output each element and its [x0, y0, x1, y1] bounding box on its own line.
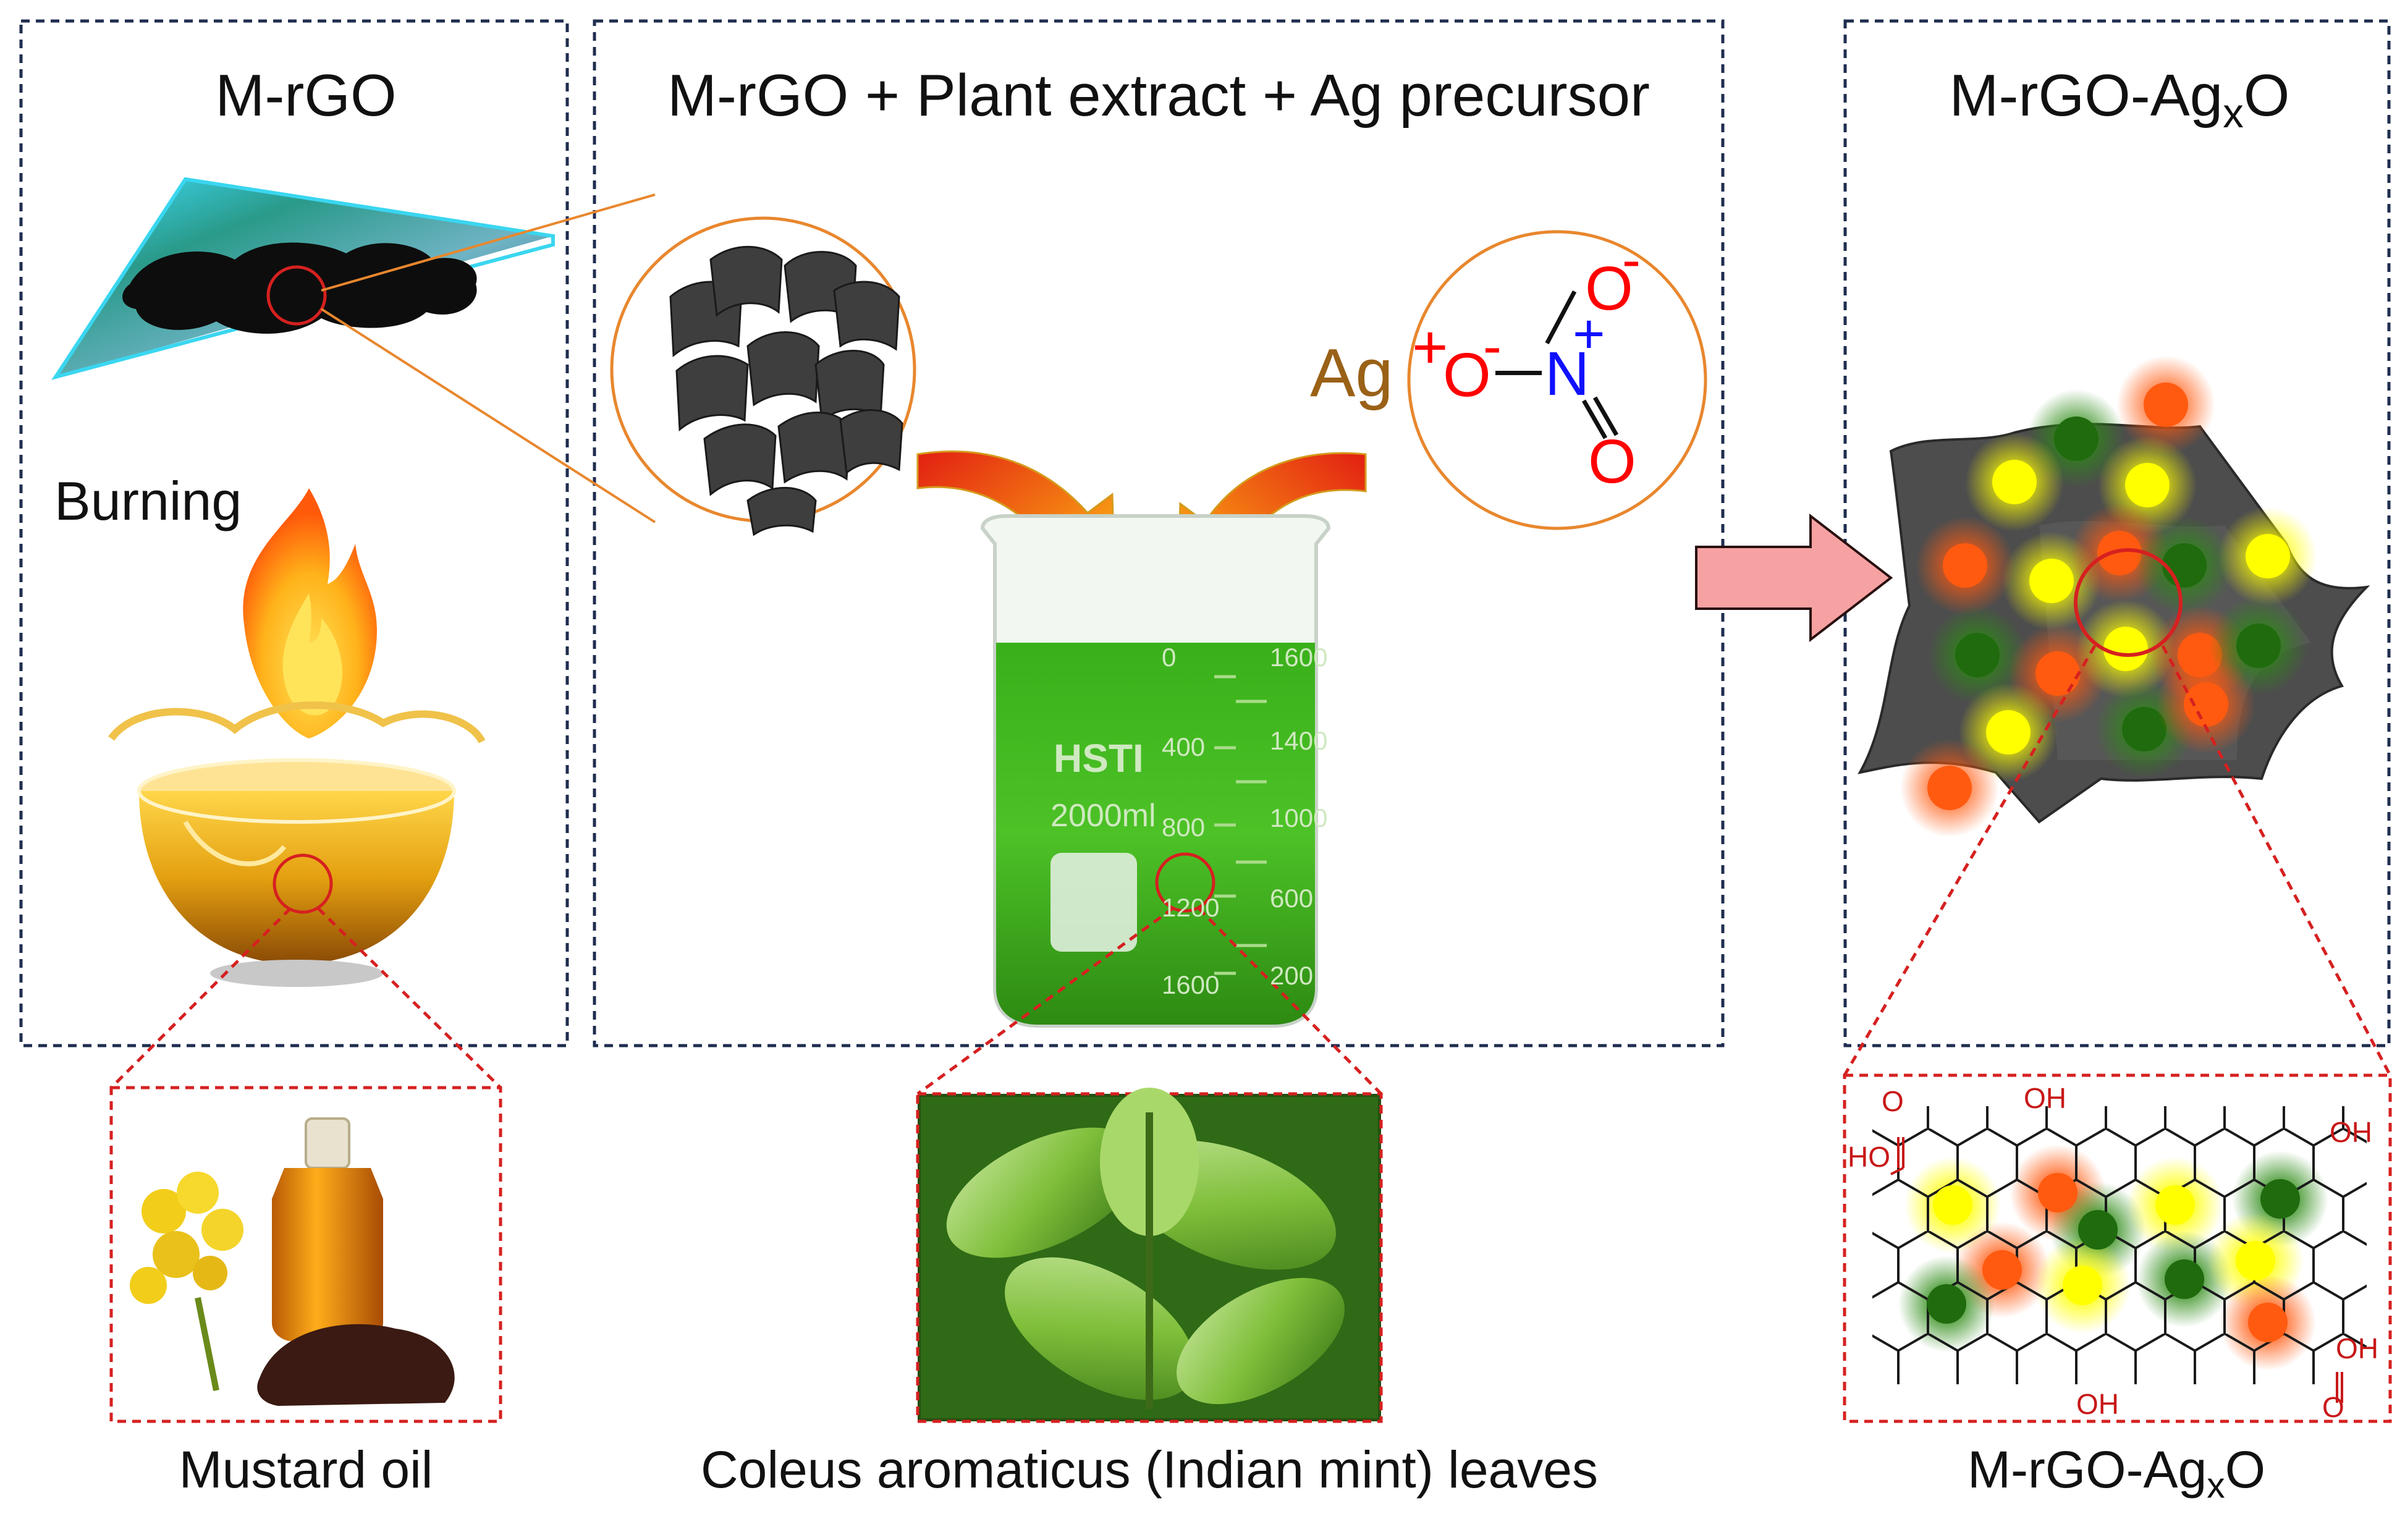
lattice-nanoparticle: [1927, 1284, 1966, 1324]
composite-zoom-circle: [2074, 548, 2183, 657]
ag-charge: +: [1412, 313, 1448, 382]
beaker-scale-left-mark: 1200: [1162, 893, 1220, 922]
right-panel-title-main: M-rGO-Ag: [1949, 62, 2223, 129]
beaker-scale-right-mark: 1400: [1270, 726, 1328, 755]
beaker-brand: HSTI: [1054, 736, 1144, 781]
nitrogen-charge: +: [1573, 303, 1605, 365]
oil-bottle: [272, 1117, 383, 1341]
beaker-scale-left-mark: 400: [1162, 732, 1206, 761]
mustard-oil-caption: Mustard oil: [179, 1441, 433, 1499]
mustard-flowers: [130, 1172, 243, 1391]
mrgo-sheet-illustration: [51, 177, 555, 380]
lattice-nanoparticle: [1982, 1250, 2022, 1290]
sheet-zoom-circle: [266, 265, 327, 326]
lattice-nanoparticle: [2260, 1179, 2300, 1219]
silver-nanoparticle: [2125, 463, 2170, 507]
silver-nanoparticle: [2103, 627, 2148, 671]
lattice-particles: [1927, 1173, 2300, 1342]
leaves-caption: Coleus aromaticus (Indian mint) leaves: [701, 1441, 1598, 1499]
lattice-nanoparticle: [2165, 1259, 2204, 1299]
silver-nanoparticle: [1943, 543, 1987, 588]
product-caption: M-rGO-AgxO: [1854, 1440, 2379, 1506]
silver-nanoparticle: [1955, 633, 2000, 677]
lattice-nanoparticle: [2038, 1173, 2077, 1212]
silver-nanoparticle: [2097, 531, 2142, 575]
silver-nanoparticle: [1927, 766, 1972, 810]
oxygen-top-charge: -: [1622, 229, 1641, 291]
bond-o-n: [1495, 371, 1542, 375]
ag-precursor-zoom: [1407, 230, 1707, 530]
beaker-zoom-circle: [1155, 852, 1215, 913]
oxygen-single-charge: -: [1483, 316, 1502, 378]
silver-nanoparticle: [2162, 543, 2207, 588]
oil-zoom-line-left: [110, 907, 292, 1089]
composite-zoom-line-right: [2161, 645, 2392, 1077]
beaker-illustration: [980, 514, 1331, 1028]
product-caption-sub: x: [2207, 1465, 2225, 1506]
fg-oh-bottom: OH: [2076, 1388, 2119, 1420]
lattice-nanoparticle: [2236, 1241, 2275, 1280]
coleus-leaves-photo: [916, 1088, 1383, 1423]
fg-o-top: O: [1882, 1085, 1904, 1117]
silver-nanoparticle: [2122, 707, 2166, 751]
ag-symbol: Ag: [1310, 335, 1393, 411]
silver-nanoparticles: [1900, 355, 2317, 837]
beaker-scale-right-mark: 200: [1270, 961, 1314, 990]
beaker-zoom-line-left: [916, 907, 1174, 1096]
silver-nanoparticle: [2236, 624, 2281, 668]
product-caption-end: O: [2225, 1441, 2266, 1499]
product-caption-main: M-rGO-Ag: [1967, 1441, 2207, 1499]
beaker-volume: 2000ml: [1050, 798, 1156, 834]
lattice-nanoparticle: [2063, 1266, 2102, 1305]
beaker-scale-right-mark: 1000: [1270, 803, 1328, 832]
oil-bowl-illustration: [108, 701, 486, 987]
right-panel-frame: [1843, 19, 2391, 1047]
beaker-scale-right-mark: 1600: [1270, 643, 1328, 672]
fg-oh-top-right: OH: [2330, 1116, 2372, 1148]
zoom-line-upper: [321, 193, 656, 292]
oxygen-bottom: O: [1588, 427, 1636, 496]
silver-nanoparticle: [2144, 383, 2188, 427]
beaker-scale-right-mark: 600: [1270, 884, 1314, 913]
lattice-nanoparticle: [1933, 1185, 1972, 1225]
silver-nanoparticle: [2246, 534, 2290, 578]
lattice-nanoparticle: [2078, 1210, 2118, 1250]
lattice-nanoparticle: [2155, 1185, 2195, 1225]
carbon-blocks: [669, 245, 903, 536]
middle-panel-title: M-rGO + Plant extract + Ag precursor: [667, 62, 1650, 129]
middle-panel-frame: [593, 19, 1725, 1047]
oil-zoom-circle: [273, 853, 333, 914]
fg-oh-top: OH: [2024, 1082, 2066, 1114]
mustard-oil-photo: [109, 1086, 502, 1423]
right-panel-title-end: O: [2243, 62, 2290, 129]
zoom-line-lower: [320, 308, 656, 523]
burning-step-label: Burning: [54, 470, 242, 531]
silver-nanoparticle: [2054, 417, 2099, 461]
graphene-lattice-zoom: [1843, 1073, 2392, 1423]
beaker-scale-left-mark: 0: [1162, 643, 1177, 672]
right-panel-title: M-rGO-AgxO: [1885, 62, 2354, 137]
beaker-scale-left-mark: 800: [1162, 813, 1206, 842]
oil-zoom-line-right: [317, 907, 502, 1089]
fg-ho-left: HO: [1848, 1141, 1890, 1173]
fg-oh-bottom-right: OH: [2336, 1332, 2378, 1364]
fg-o-bottom-right: O: [2322, 1391, 2344, 1423]
lattice-nanoparticle: [2248, 1303, 2288, 1342]
right-panel-title-sub: x: [2223, 90, 2244, 137]
silver-nanoparticle: [2035, 651, 2080, 696]
beaker-scale-left-mark: 1600: [1162, 970, 1220, 999]
oxygen-top: O: [1585, 254, 1633, 323]
silver-nanoparticle: [1986, 710, 2031, 755]
oxygen-single: O: [1443, 341, 1491, 410]
mustard-seeds: [257, 1324, 455, 1406]
silver-nanoparticle: [1992, 460, 2037, 504]
silver-nanoparticle: [2184, 682, 2228, 727]
silver-nanoparticle: [2029, 559, 2074, 603]
process-arrow-icon: [1695, 513, 1893, 643]
flame-icon: [243, 488, 377, 738]
nitrogen-symbol: N: [1545, 339, 1590, 408]
left-panel-frame: [19, 19, 569, 1047]
left-panel-title: M-rGO: [215, 62, 397, 129]
